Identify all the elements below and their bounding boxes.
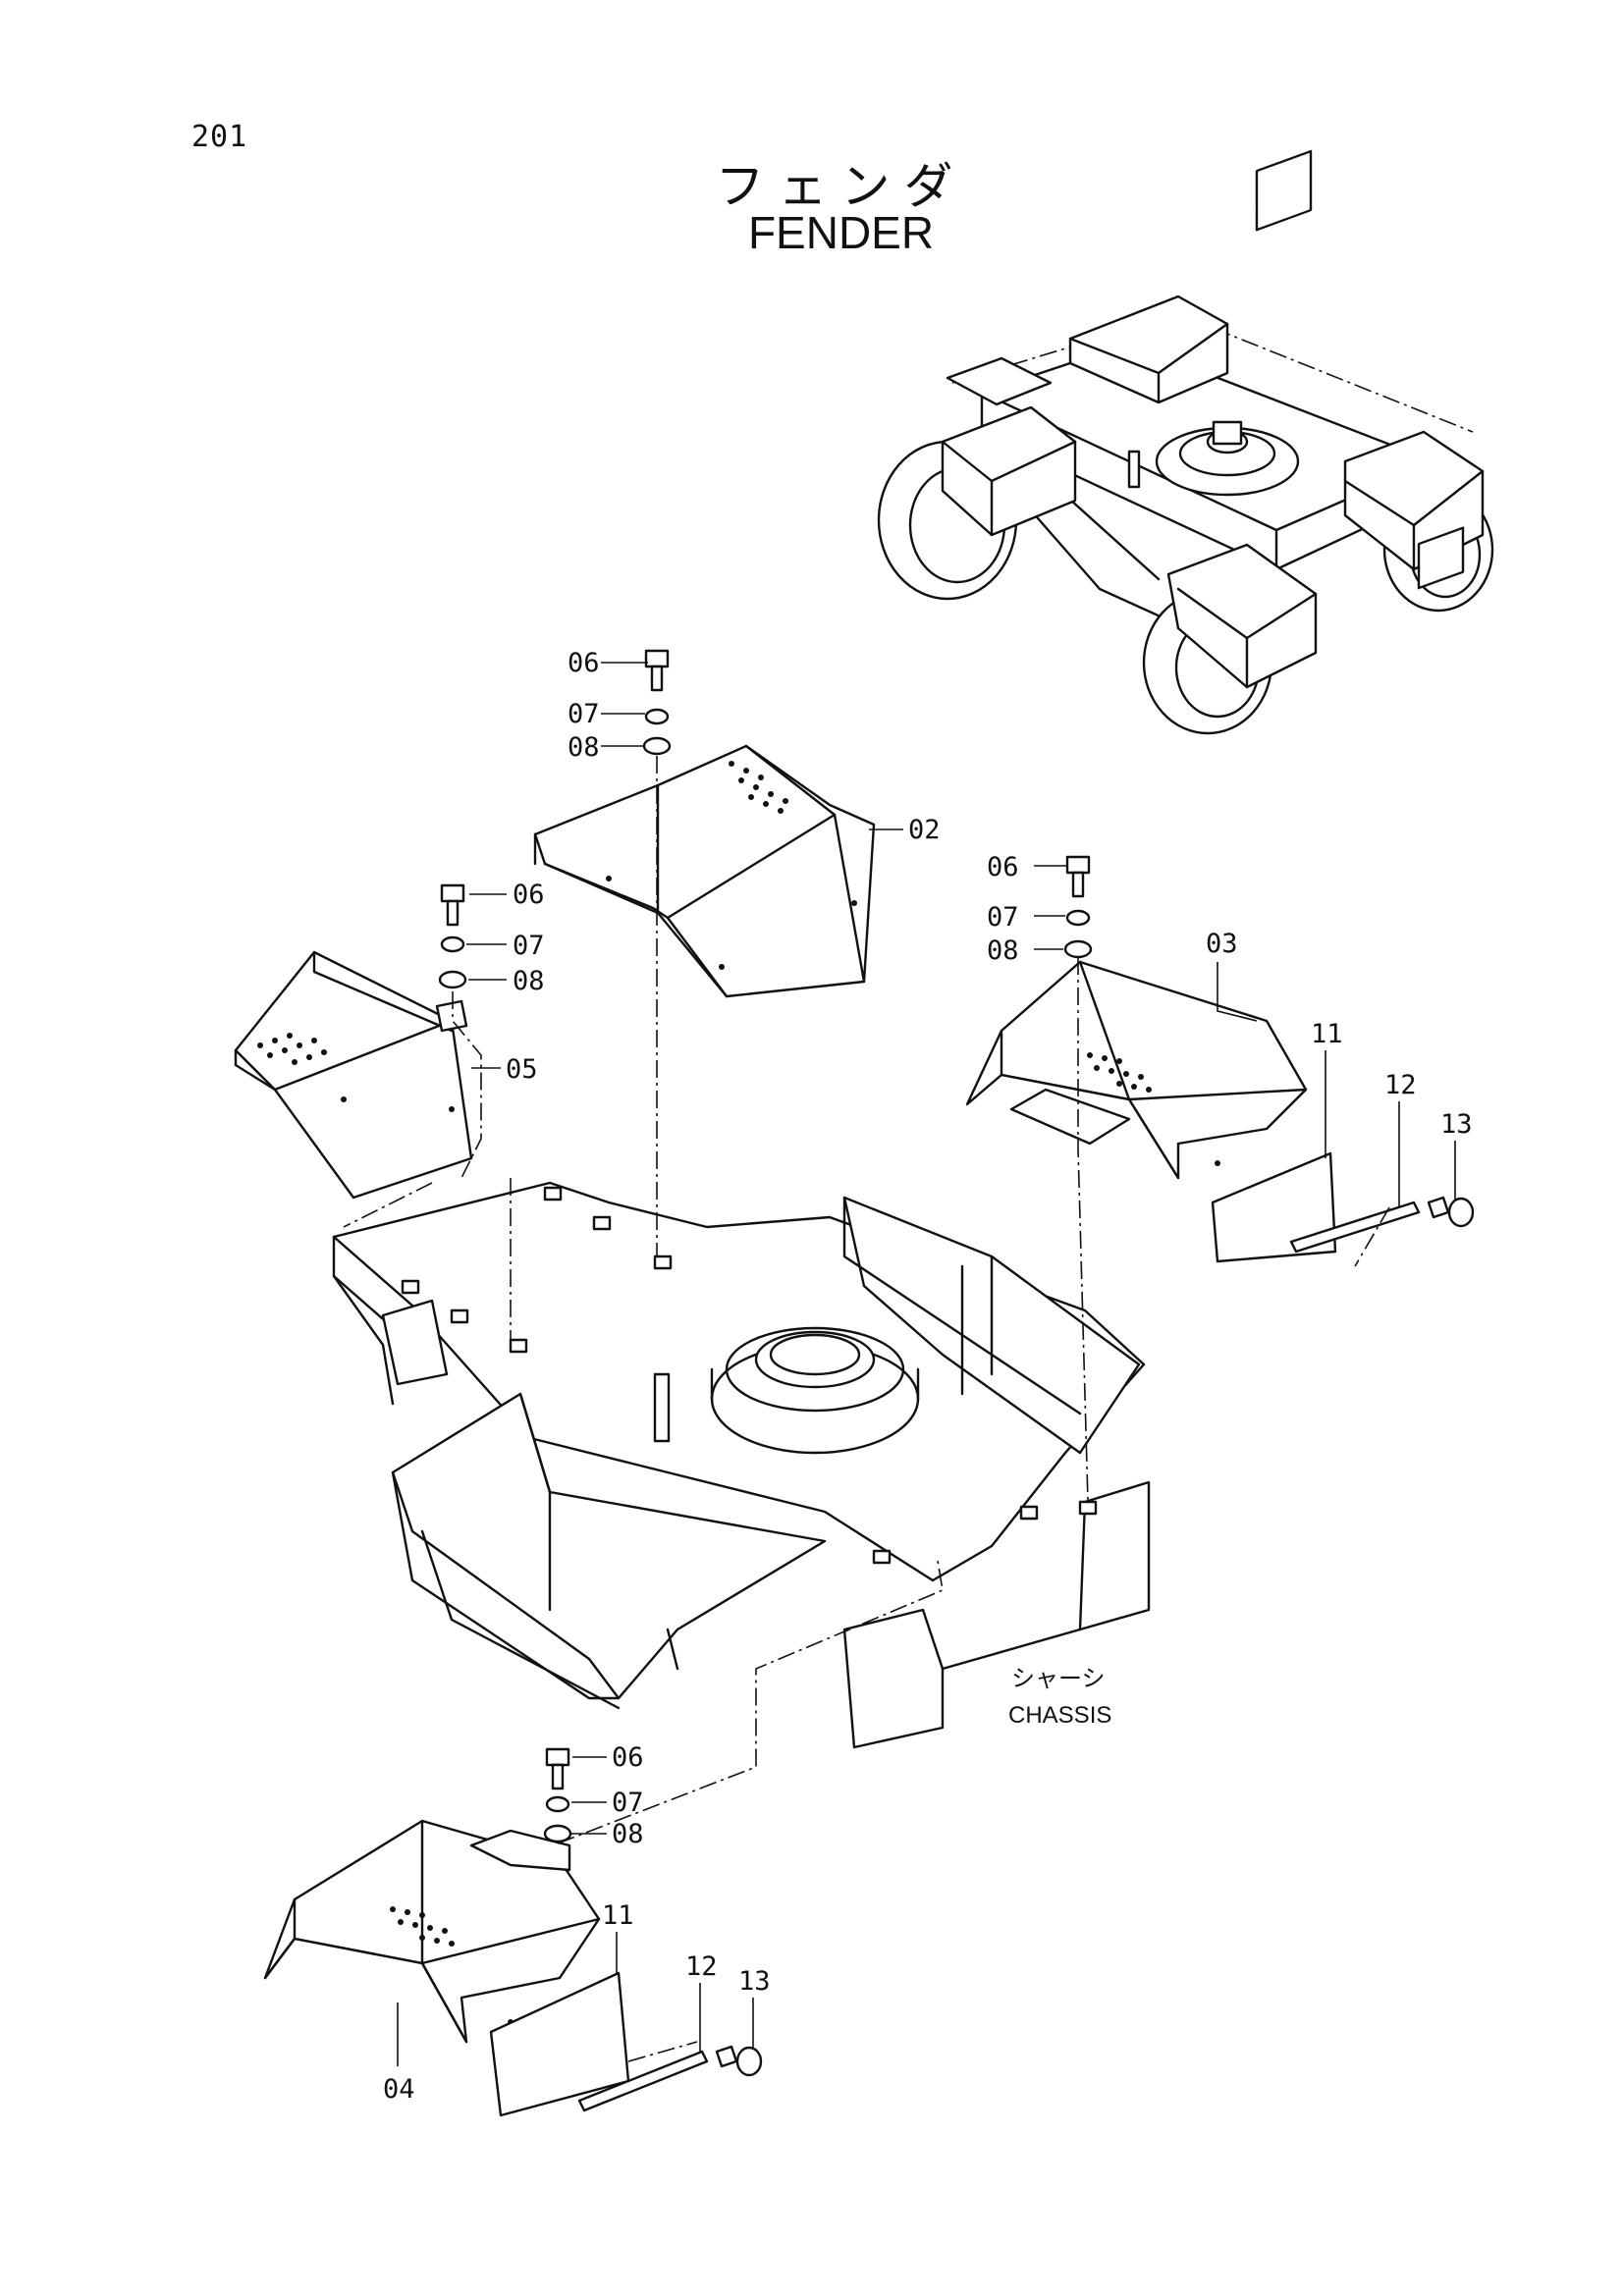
callout-08: 08 bbox=[612, 1819, 644, 1849]
callout-06: 06 bbox=[987, 852, 1019, 882]
callout-labels: 06 07 08 02 06 07 08 05 06 07 08 03 11 1… bbox=[383, 648, 1473, 2105]
callout-13: 13 bbox=[738, 1966, 771, 1997]
page-number: 201 bbox=[191, 120, 248, 154]
callout-06: 06 bbox=[568, 648, 600, 678]
callout-08: 08 bbox=[568, 732, 600, 763]
leader-lines bbox=[397, 662, 1456, 2066]
chassis-label-japanese: シャーシ bbox=[1011, 1665, 1106, 1692]
chassis-label-english: CHASSIS bbox=[1008, 1702, 1111, 1729]
fastener-stack-d[interactable] bbox=[543, 1747, 572, 1843]
assembly-lines bbox=[343, 756, 1390, 2062]
callout-06: 06 bbox=[513, 880, 545, 910]
title-english: FENDER bbox=[747, 207, 935, 258]
overview-machine-illustration bbox=[877, 149, 1494, 735]
callout-08: 08 bbox=[987, 935, 1019, 966]
vent-holes bbox=[1087, 1052, 1220, 1166]
callout-11: 11 bbox=[1311, 1019, 1343, 1049]
callout-07: 07 bbox=[612, 1788, 644, 1818]
callout-02: 02 bbox=[908, 815, 941, 845]
fender-03[interactable] bbox=[965, 960, 1475, 1263]
flap-bar-12-left bbox=[577, 2050, 709, 2112]
fender-02[interactable] bbox=[533, 744, 876, 998]
callout-07: 07 bbox=[987, 902, 1019, 933]
fender-05[interactable] bbox=[234, 950, 473, 1200]
bolt-13-right[interactable] bbox=[1427, 1196, 1475, 1228]
callout-07: 07 bbox=[568, 699, 600, 729]
title-japanese: フェンダ bbox=[715, 158, 967, 215]
fastener-stack-c[interactable] bbox=[1063, 855, 1093, 959]
vent-holes bbox=[606, 761, 857, 970]
fender-04[interactable] bbox=[263, 1819, 763, 2117]
flap-bar-12-right bbox=[1289, 1201, 1421, 1254]
callout-04: 04 bbox=[383, 2074, 415, 2105]
mud-flap-11-right bbox=[1211, 1151, 1337, 1263]
vent-holes bbox=[257, 1033, 455, 1112]
callout-07: 07 bbox=[513, 931, 545, 961]
callout-03: 03 bbox=[1206, 929, 1238, 959]
callout-11: 11 bbox=[602, 1900, 634, 1931]
callout-06: 06 bbox=[612, 1742, 644, 1773]
fastener-stack-a[interactable] bbox=[642, 649, 672, 756]
chassis-frame bbox=[332, 1181, 1151, 1749]
callout-05: 05 bbox=[506, 1054, 538, 1085]
callout-08: 08 bbox=[513, 966, 545, 996]
callout-12: 12 bbox=[685, 1951, 718, 1982]
fastener-stack-b[interactable] bbox=[438, 883, 467, 989]
bolt-13-left[interactable] bbox=[715, 2045, 763, 2077]
vent-holes bbox=[390, 1906, 514, 2025]
callout-13: 13 bbox=[1440, 1109, 1473, 1140]
callout-12: 12 bbox=[1384, 1070, 1417, 1100]
